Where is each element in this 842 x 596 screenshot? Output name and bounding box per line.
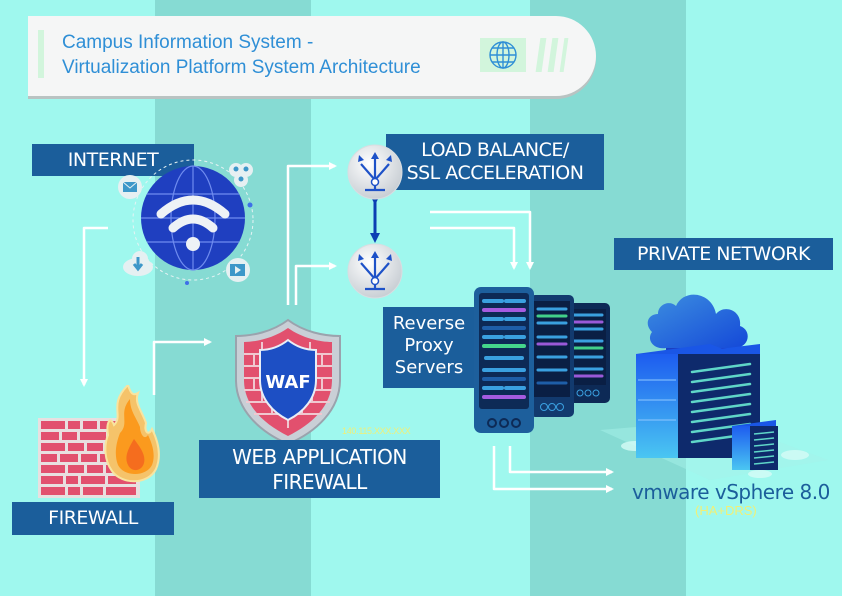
title-accent-bar [38, 30, 44, 78]
page-title: Campus Information System - Virtualizati… [62, 30, 421, 80]
server-rack-icon [474, 287, 534, 433]
server-tower-icon [732, 420, 778, 470]
mail-icon [118, 175, 142, 199]
users-icon [229, 163, 253, 187]
cloud-icon [647, 294, 748, 354]
shield-wall-icon: WAF [235, 318, 341, 446]
title-line-2: Virtualization Platform System Architect… [62, 57, 421, 78]
internet-label: INTERNET [32, 144, 194, 176]
server-rack-icon [530, 295, 574, 417]
play-icon [226, 258, 250, 282]
reverse-proxy-label-line-1: Reverse [392, 313, 466, 334]
cloud-download-icon [123, 251, 153, 276]
globe-icon [489, 41, 517, 69]
wifi-globe-icon [141, 165, 245, 271]
connector-lb-proxy-1 [430, 210, 534, 270]
connector-waf-lb1 [286, 162, 337, 305]
server-rack-icon [566, 303, 610, 403]
reverse-proxy-label-line-2: Proxy [404, 335, 454, 356]
reverse-proxy-label-line-3: Servers [394, 357, 464, 378]
waf-label: WEB APPLICATION FIREWALL [199, 440, 440, 498]
connector-lb-proxy-2 [430, 226, 518, 270]
connector-firewall-waf [152, 338, 212, 395]
brick-wall-fire-icon [38, 385, 160, 498]
load-balancer-label: LOAD BALANCE/ SSL ACCELERATION [386, 134, 604, 190]
waf-ip-address: 140.115.XXX.XXX [342, 426, 411, 436]
waf-badge: WAF [265, 372, 310, 393]
load-balancer-icon [347, 243, 403, 299]
vsphere-label: vmware vSphere 8.0 [632, 480, 830, 504]
reverse-proxy-label: Reverse Proxy Servers [383, 307, 475, 388]
waf-label-line-2: FIREWALL [272, 470, 367, 494]
vsphere-sublabel: (HA+DRS) [695, 503, 757, 518]
connector-waf-lb2 [294, 262, 337, 305]
waf-label-line-1: WEB APPLICATION [232, 445, 407, 469]
connector-proxy-vsphere-2 [508, 446, 614, 476]
title-icon-box [480, 38, 526, 72]
load-balancer-label-line-1: LOAD BALANCE/ [421, 139, 569, 161]
internet-icon [118, 159, 254, 285]
title-card: Campus Information System - Virtualizati… [28, 16, 596, 96]
private-network-label: PRIVATE NETWORK [614, 238, 833, 270]
connector-internet-firewall [80, 226, 108, 387]
connector-proxy-vsphere-1 [492, 446, 614, 493]
load-balancer-label-line-2: SSL ACCELERATION [406, 162, 584, 184]
title-line-1: Campus Information System - [62, 32, 314, 53]
firewall-label: FIREWALL [12, 502, 174, 535]
load-balancer-icon [347, 144, 403, 200]
cloud-server-icon [600, 294, 828, 480]
background-stripe [686, 0, 842, 596]
reverse-proxy-servers-icon [474, 287, 610, 433]
